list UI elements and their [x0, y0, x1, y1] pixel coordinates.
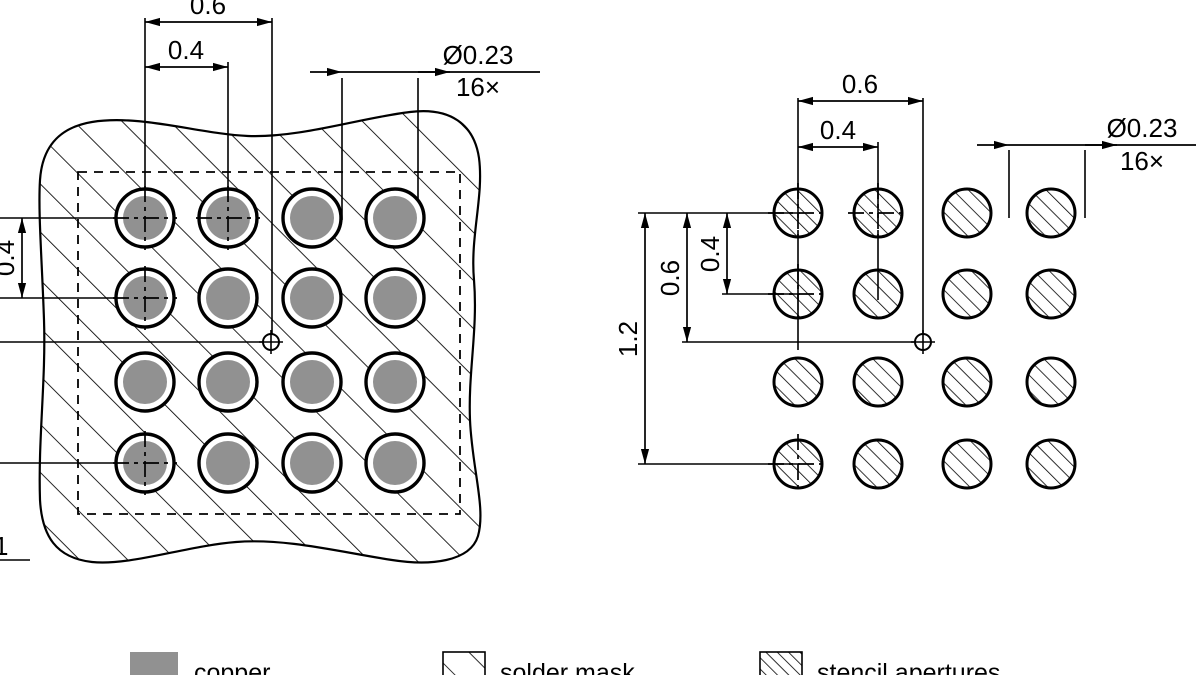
pad [364, 187, 426, 249]
pad [364, 432, 426, 494]
solder-mask-swatch [442, 651, 486, 675]
pad [281, 187, 343, 249]
legend: copper solder mask stencil apertures [130, 651, 1000, 675]
left-datum-marker [259, 330, 283, 354]
dim-right-pitch-y-06: 0.6 [655, 213, 692, 342]
right-datum-marker [911, 330, 935, 354]
aperture [941, 268, 993, 320]
pad [197, 432, 259, 494]
component-body-outline [77, 171, 461, 515]
aperture [852, 356, 904, 408]
dim-right-pitch-04: 0.4 [798, 115, 878, 152]
pad [114, 351, 176, 413]
dim-left-hole-diameter: Ø0.23 16× [310, 40, 540, 102]
dim-right-pitch-y-06-label: 0.6 [655, 260, 685, 296]
dim-right-pitch-y-04: 0.4 [695, 213, 732, 294]
dim-left-pitch-06-label: 0.6 [190, 0, 226, 20]
aperture [941, 438, 993, 490]
aperture [1025, 268, 1077, 320]
stencil-apertures-swatch [759, 651, 803, 675]
dim-right-pitch-06-label: 0.6 [842, 69, 878, 99]
pad [197, 351, 259, 413]
legend-label-copper: copper [194, 659, 270, 675]
left-view-group: 0.6 0.4 Ø0.23 16× 0.4 1 [0, 0, 540, 564]
pad [281, 351, 343, 413]
solder-mask-outline [38, 110, 482, 564]
aperture [852, 268, 904, 320]
dim-right-aperture-diameter-label: Ø0.23 [1107, 113, 1178, 143]
dim-left-pitch-04: 0.4 [145, 35, 228, 72]
dim-left-hole-count-label: 16× [456, 72, 500, 102]
aperture [941, 187, 993, 239]
aperture [852, 438, 904, 490]
copper-swatch [130, 652, 178, 675]
aperture [772, 356, 824, 408]
legend-item-stencil-apertures: stencil apertures [759, 651, 1000, 675]
legend-item-copper: copper [130, 652, 270, 675]
dim-left-pitch-04-label: 0.4 [168, 35, 204, 65]
dim-left-pitch-y-04: 0.4 [0, 218, 27, 298]
dim-right-aperture-diameter: Ø0.23 16× [977, 113, 1196, 176]
pad [197, 267, 259, 329]
dim-right-span-y-12-label: 1.2 [613, 321, 643, 357]
left-pad-center-marks [113, 186, 260, 495]
legend-label-solder-mask: solder mask [500, 659, 635, 675]
aperture [1025, 438, 1077, 490]
left-edge-label: 1 [0, 531, 8, 561]
pad [364, 351, 426, 413]
pad [281, 267, 343, 329]
dim-left-hole-diameter-label: Ø0.23 [443, 40, 514, 70]
dim-left-pitch-06: 0.6 [145, 0, 272, 27]
dim-right-pitch-06: 0.6 [798, 69, 923, 106]
aperture [1025, 187, 1077, 239]
right-aperture-center-marks [768, 183, 908, 494]
pad [364, 267, 426, 329]
dim-right-aperture-count-label: 16× [1120, 146, 1164, 176]
right-view-group: 0.6 0.4 Ø0.23 16× 0.4 [613, 69, 1196, 494]
dim-right-pitch-y-04-label: 0.4 [695, 236, 725, 272]
dim-left-pitch-y-04-label: 0.4 [0, 240, 20, 276]
dim-right-span-y-12: 1.2 [613, 213, 650, 464]
legend-item-solder-mask: solder mask [442, 651, 635, 675]
pad [281, 432, 343, 494]
aperture [1025, 356, 1077, 408]
legend-label-stencil-apertures: stencil apertures [817, 659, 1000, 675]
aperture [941, 356, 993, 408]
dim-right-pitch-04-label: 0.4 [820, 115, 856, 145]
